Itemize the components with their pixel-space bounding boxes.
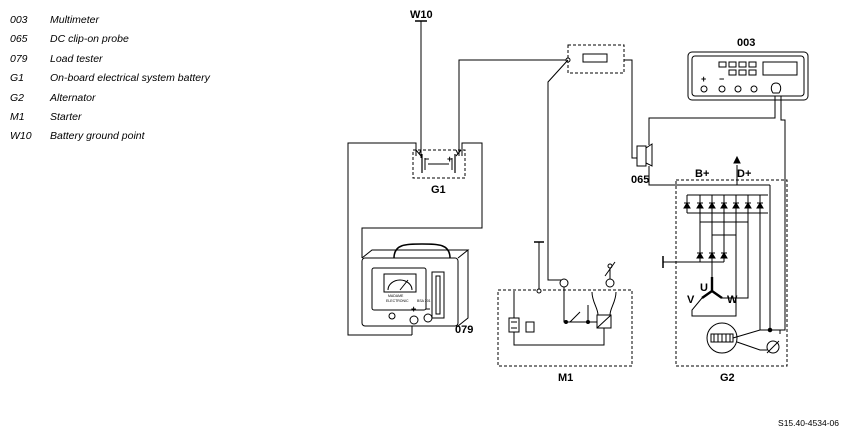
multimeter-label: 003	[737, 37, 755, 49]
legend-desc: Battery ground point	[50, 130, 145, 143]
load-tester-label: 079	[455, 324, 473, 336]
legend-desc: Load tester	[50, 52, 103, 65]
legend-code: 003	[10, 14, 28, 26]
meter-plus: +	[701, 74, 706, 84]
legend-desc: DC clip-on probe	[50, 33, 129, 46]
legend-code: M1	[10, 110, 25, 123]
phase-v-label: V	[687, 294, 695, 306]
tester-model: BSA 301	[417, 299, 431, 303]
battery-label: G1	[431, 184, 446, 196]
wire-battery-to-tester-minus	[347, 142, 417, 336]
alternator-g2: B+ D+	[648, 155, 788, 384]
tester-text2: ELECTRONIC	[386, 299, 409, 303]
legend-desc: Multimeter	[50, 14, 100, 26]
battery-minus: −	[424, 154, 429, 164]
battery-g1: − + G1	[412, 149, 466, 196]
battery-plus: +	[447, 154, 452, 164]
load-tester-079: MADAME ELECTRONIC BSA 301 + − 079	[361, 243, 473, 336]
legend-desc: Starter	[50, 110, 82, 123]
wire-probe-down	[624, 59, 637, 159]
wire-battery-plus	[458, 59, 568, 156]
alternator-label: G2	[720, 372, 735, 384]
legend-desc: Alternator	[50, 91, 96, 104]
phase-u-label: U	[700, 282, 708, 294]
starter-m1: M1	[497, 59, 633, 384]
clip-on-probe-065: 065	[631, 138, 653, 186]
legend-code: G1	[10, 72, 25, 85]
probe-label: 065	[631, 174, 649, 186]
wire-probe-to-multimeter	[648, 96, 776, 138]
w10-label: W10	[410, 9, 433, 21]
multimeter-003: 003 + −	[687, 37, 809, 101]
diode-row-bottom	[696, 252, 728, 259]
ground-point-w10: W10	[410, 9, 433, 158]
phase-w-label: W	[727, 294, 738, 306]
legend-code: 065	[10, 33, 28, 46]
wire-battery-to-tester-plus	[361, 142, 483, 258]
starter-label: M1	[558, 372, 573, 384]
d-plus-label: D+	[737, 168, 751, 180]
legend-desc: On-board electrical system battery	[50, 72, 210, 85]
legend-code: 079	[10, 52, 28, 65]
legend-code: G2	[10, 91, 25, 104]
clamp-box	[565, 44, 625, 74]
tester-plus: +	[411, 304, 416, 314]
tester-text1: MADAME	[388, 294, 404, 298]
meter-minus: −	[719, 74, 724, 84]
legend-code: W10	[10, 130, 32, 143]
tester-minus: −	[425, 304, 430, 314]
reference-code: S15.40-4534-06	[778, 418, 839, 428]
b-plus-label: B+	[695, 168, 709, 180]
wire-multimeter-to-alternator	[780, 96, 786, 331]
